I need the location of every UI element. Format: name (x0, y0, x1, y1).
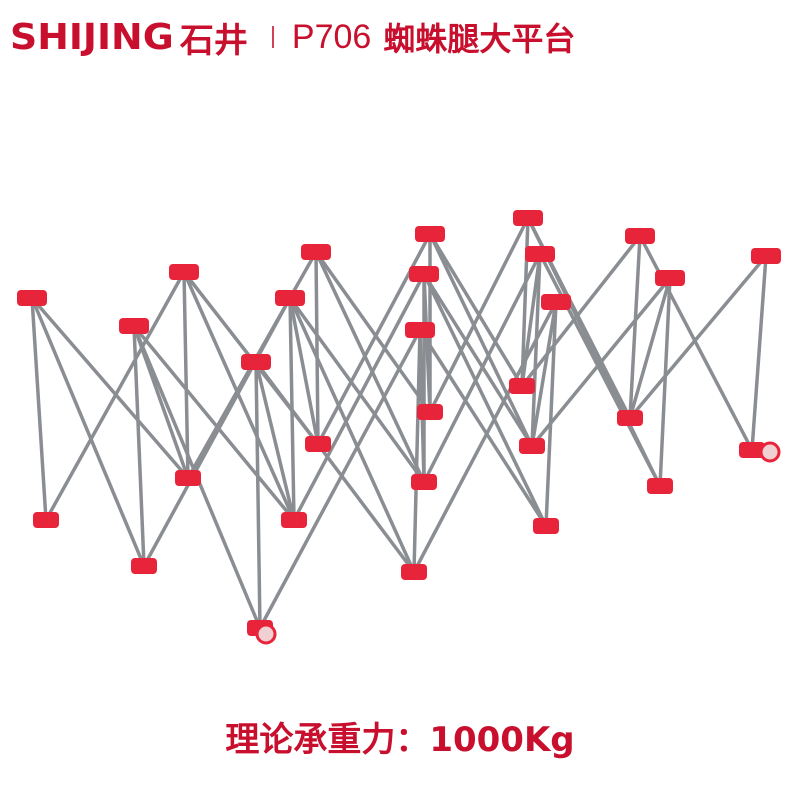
frame-tube (530, 252, 542, 448)
foot-connector (411, 474, 437, 490)
frame-tube (30, 296, 48, 522)
top-connector (301, 244, 331, 260)
foot-connector (401, 564, 427, 580)
top-connector (525, 246, 555, 262)
foot-connector (533, 518, 559, 534)
foot-connector (281, 512, 307, 528)
frame-tube (314, 250, 432, 414)
top-connector (513, 210, 543, 226)
load-capacity-caption: 理论承重力：1000Kg (225, 720, 575, 760)
frame-tube (428, 232, 534, 448)
brand-logo: SHIJING (10, 16, 174, 58)
frame-tube (520, 252, 542, 388)
product-title: 蜘蛛腿大平台 (383, 20, 576, 58)
frame-tube (288, 296, 416, 574)
frame-tube (658, 276, 672, 488)
frame-tube (44, 270, 186, 522)
frame-tube (132, 324, 146, 568)
top-connector (119, 318, 149, 334)
top-connector (751, 248, 781, 264)
frame-tube (30, 296, 146, 568)
foot-connector (417, 404, 443, 420)
model-number: P706 (291, 17, 372, 56)
frame-tube (422, 252, 542, 484)
foot-connector (617, 410, 643, 426)
frame-tube (628, 254, 768, 420)
frame-tube (418, 328, 548, 528)
top-connector (409, 266, 439, 282)
frame-tube (428, 232, 524, 388)
frame-tube (544, 300, 558, 528)
frame-tube (422, 272, 548, 528)
foot-connector (647, 478, 673, 494)
top-connector (541, 294, 571, 310)
top-connector (625, 228, 655, 244)
foot-connector (33, 512, 59, 528)
frame-tube (412, 328, 422, 574)
foot-connector (509, 378, 535, 394)
frame-tube (412, 300, 558, 574)
frame-tube (288, 296, 426, 484)
foot-connector (131, 558, 157, 574)
frame-tube (530, 300, 558, 448)
frame-tube (520, 234, 642, 388)
caster-wheel (759, 441, 781, 463)
top-connector (17, 290, 47, 306)
divider (271, 26, 274, 48)
foot-connector (305, 436, 331, 452)
top-connector (169, 264, 199, 280)
frame-tube (254, 360, 416, 574)
brand-logo-cn: 石井 (179, 20, 248, 61)
frame-tube (132, 324, 296, 522)
top-connector (655, 270, 685, 286)
frame-tube (520, 216, 530, 388)
frame-tube (422, 272, 534, 448)
header: SHIJING 石井 P706 蜘蛛腿大平台 (10, 12, 575, 62)
top-connector (275, 290, 305, 306)
frame-tube (30, 296, 190, 480)
frame-tube (254, 360, 262, 630)
frame-tube (750, 254, 768, 452)
foot-connector (739, 442, 765, 458)
frame-tube (182, 270, 190, 480)
frame-tube (142, 296, 292, 568)
frame-tube (314, 250, 320, 446)
frame-tube (258, 328, 422, 630)
frame-tube (628, 276, 672, 420)
frame-tube (288, 296, 320, 446)
frame-tube (526, 216, 662, 488)
foot-connector (519, 438, 545, 454)
frame-tube (638, 234, 754, 452)
foot-connector (175, 470, 201, 486)
top-connector (415, 226, 445, 242)
frame-tube (182, 270, 296, 522)
frame-tube (254, 360, 296, 522)
caster-wheel (255, 623, 277, 645)
frame-tube (428, 216, 530, 414)
top-connector (405, 322, 435, 338)
frame-tube (628, 234, 642, 420)
frame-tube (314, 250, 426, 484)
frame-tube (292, 272, 426, 522)
frame-tube (530, 276, 672, 448)
frame-tube (422, 272, 432, 414)
top-connector (241, 354, 271, 370)
